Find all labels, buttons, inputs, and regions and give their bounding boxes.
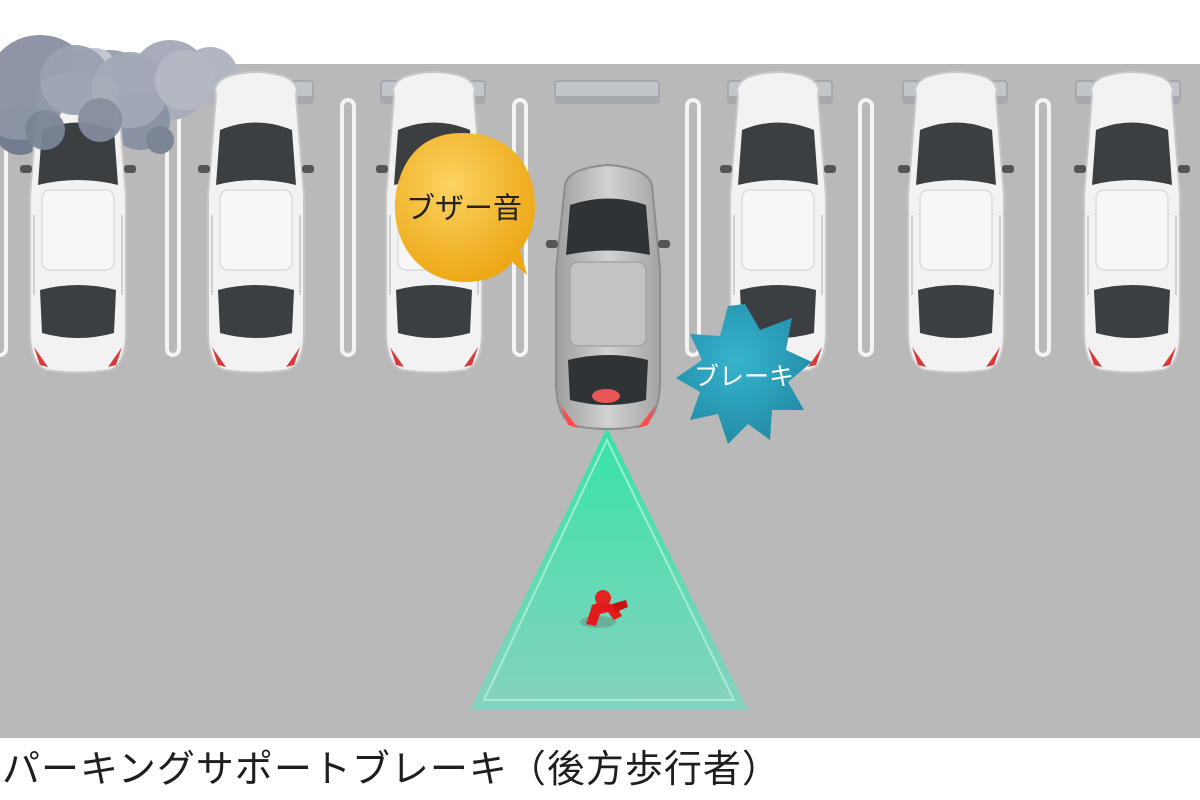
parked-car [1073, 71, 1191, 374]
tree-canopy [0, 45, 215, 150]
ego-car [546, 163, 670, 430]
diagram-caption: パーキングサポートブレーキ（後方歩行者） [2, 747, 781, 791]
parked-car [197, 71, 315, 374]
buzzer-callout: ブザー音 [395, 133, 535, 282]
buzzer-label: ブザー音 [406, 191, 522, 225]
pedestrian-icon [580, 590, 628, 628]
parked-car [897, 71, 1015, 374]
brake-burst: ブレーキ [676, 304, 812, 444]
brake-label: ブレーキ [694, 362, 794, 391]
detection-zone [470, 428, 748, 710]
